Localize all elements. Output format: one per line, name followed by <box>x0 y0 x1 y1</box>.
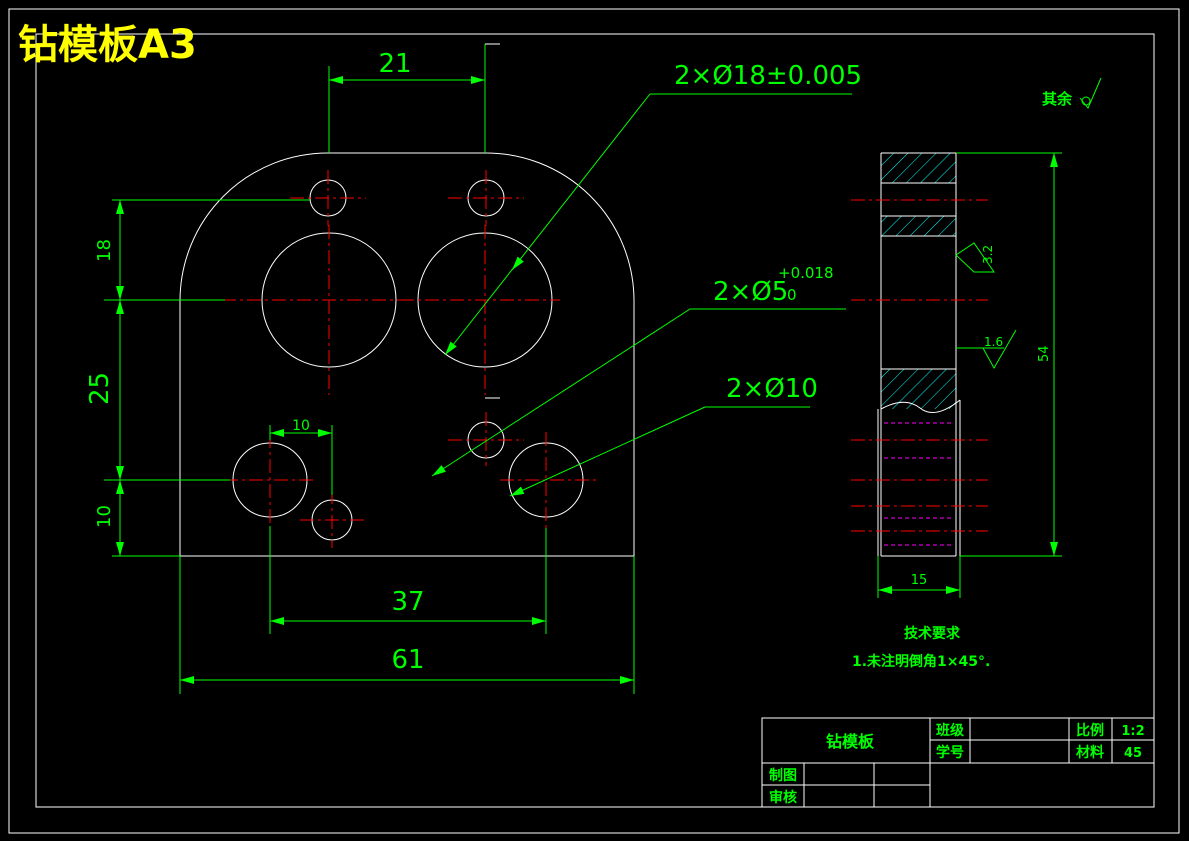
callout-hole-5-upper-tol: +0.018 <box>778 264 834 282</box>
tech-req-heading: 技术要求 <box>904 625 961 642</box>
dimensions-front <box>104 43 852 694</box>
dim-54: 54 <box>1037 345 1052 362</box>
roughness-3-2: 3.2 <box>981 245 995 264</box>
title-block-drawn-label: 制图 <box>769 767 797 784</box>
dim-37: 37 <box>391 587 424 617</box>
title-block-student-no-label: 学号 <box>936 744 964 761</box>
roughness-rest-label: 其余 <box>1042 90 1073 108</box>
section-view: 54 15 3.2 1.6 其余 <box>851 77 1102 598</box>
part-outline <box>179 152 635 557</box>
tech-req-item-1: 1.未注明倒角1×45°. <box>852 653 990 670</box>
callout-hole-18: 2×Ø18±0.005 <box>674 61 862 91</box>
title-block-review-label: 审核 <box>769 789 797 806</box>
dim-10-horizontal: 10 <box>292 418 310 434</box>
title-block-class-label: 班级 <box>936 722 965 739</box>
dim-21: 21 <box>378 49 411 79</box>
dim-18: 18 <box>94 239 115 262</box>
drawing-title: 钻模板A3 <box>18 22 197 68</box>
dim-61: 61 <box>391 645 424 675</box>
dim-25: 25 <box>85 372 115 405</box>
title-block-scale-label: 比例 <box>1076 722 1104 739</box>
drawing-frame <box>35 33 1155 808</box>
dim-10-vertical: 10 <box>94 505 115 528</box>
title-block-material-value: 45 <box>1124 746 1142 761</box>
roughness-1-6: 1.6 <box>984 335 1003 349</box>
centerlines-front <box>222 170 600 548</box>
front-view <box>179 152 635 557</box>
callout-hole-10: 2×Ø10 <box>726 374 818 404</box>
title-block-material-label: 材料 <box>1076 744 1104 761</box>
sheet-border <box>8 8 1180 834</box>
title-block-scale-value: 1:2 <box>1121 724 1144 739</box>
dimension-texts-front: 21 18 25 10 10 37 61 2×Ø18±0.005 2×Ø5 +0… <box>85 49 862 675</box>
callout-hole-5-lower-tol: 0 <box>787 286 797 304</box>
callout-hole-5: 2×Ø5 <box>713 277 788 307</box>
title-block-part-name: 钻模板 <box>826 732 875 751</box>
dim-15: 15 <box>911 573 928 588</box>
title-block <box>761 717 1155 808</box>
